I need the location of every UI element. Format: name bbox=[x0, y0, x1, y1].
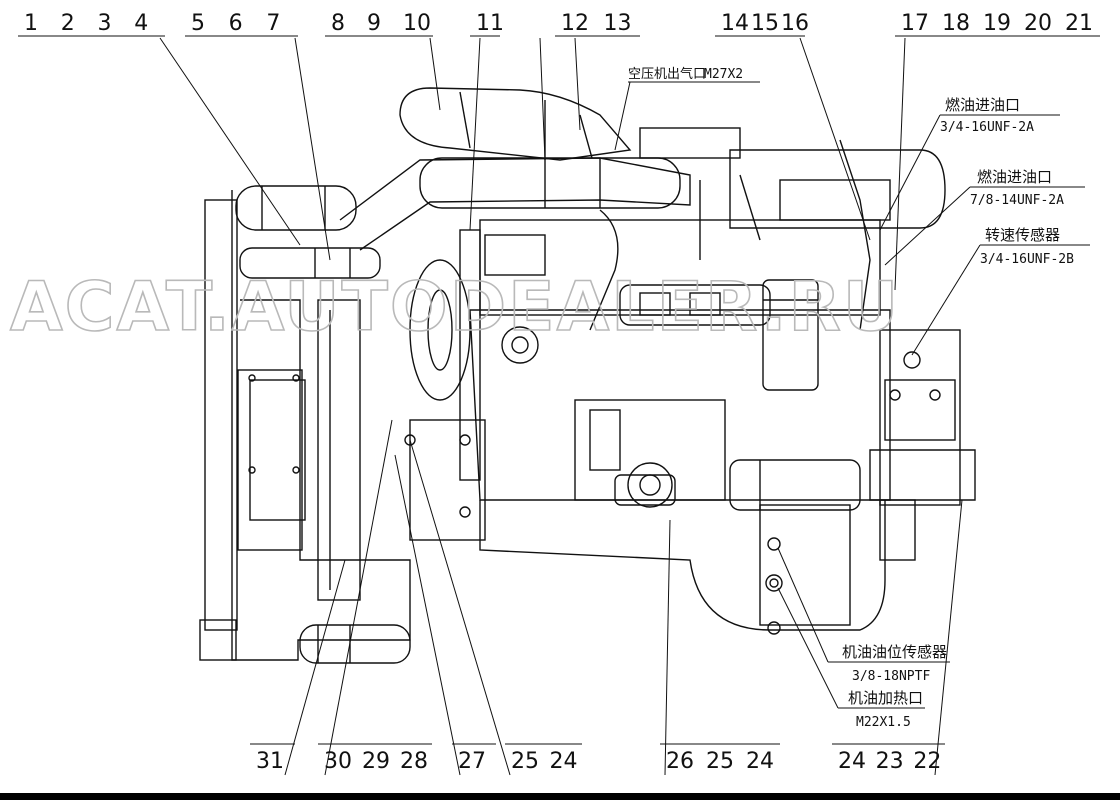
bottom-group-1: 31 bbox=[250, 743, 295, 774]
top-callout-number: 7 bbox=[266, 11, 280, 36]
fuel-inlet-2-spec: 7/8-14UNF-2A bbox=[970, 193, 1064, 208]
top-callout-number: 18 bbox=[942, 11, 970, 36]
oil-heater-port-name: 机油加热口 bbox=[848, 689, 923, 707]
bottom-callout-number: 28 bbox=[400, 749, 428, 774]
bottom-callout-number: 30 bbox=[324, 749, 352, 774]
top-callout-number: 14 bbox=[721, 11, 749, 36]
top-callout-number: 19 bbox=[983, 11, 1011, 36]
speed-sensor-spec: 3/4-16UNF-2B bbox=[980, 252, 1074, 267]
bottom-callout-number: 31 bbox=[256, 749, 284, 774]
top-group-7: 17 18 19 20 21 bbox=[895, 11, 1100, 37]
bottom-callout-number: 27 bbox=[458, 749, 486, 774]
bottom-callout-number: 23 bbox=[876, 749, 904, 774]
engine-drawing bbox=[199, 87, 976, 664]
bottom-callout-number: 24 bbox=[550, 749, 578, 774]
top-callout-number: 6 bbox=[229, 11, 243, 36]
fuel-inlet-1-name: 燃油进油口 bbox=[945, 96, 1020, 114]
top-callout-number: 13 bbox=[604, 11, 632, 36]
top-callout-number: 21 bbox=[1065, 11, 1093, 36]
label-oil-heater-port: 机油加热口 M22X1.5 bbox=[777, 587, 925, 730]
oil-heater-port-spec: M22X1.5 bbox=[856, 715, 911, 730]
top-callout-number: 8 bbox=[331, 11, 345, 36]
speed-sensor-name: 转速传感器 bbox=[985, 226, 1060, 244]
top-callout-number: 17 bbox=[901, 11, 929, 36]
bottom-group-5: 26 25 24 bbox=[660, 743, 780, 774]
bottom-border-bar bbox=[0, 793, 1120, 800]
bottom-callout-number: 29 bbox=[362, 749, 390, 774]
label-fuel-inlet-2: 燃油进油口 7/8-14UNF-2A bbox=[884, 168, 1085, 266]
fuel-inlet-2-name: 燃油进油口 bbox=[977, 168, 1052, 186]
top-leader-lines bbox=[159, 37, 906, 291]
top-callout-number: 11 bbox=[476, 11, 504, 36]
top-callout-number: 12 bbox=[561, 11, 589, 36]
top-callout-number: 1 bbox=[24, 11, 38, 36]
bottom-callout-number: 24 bbox=[838, 749, 866, 774]
label-speed-sensor: 转速传感器 3/4-16UNF-2B bbox=[911, 226, 1090, 356]
bottom-callout-number: 26 bbox=[666, 749, 694, 774]
top-callout-number: 20 bbox=[1024, 11, 1052, 36]
top-callout-number: 4 bbox=[134, 11, 148, 36]
top-callout-number: 3 bbox=[98, 11, 112, 36]
top-callout-number: 15 bbox=[751, 11, 779, 36]
top-callout-number: 2 bbox=[61, 11, 75, 36]
top-callout-number: 16 bbox=[781, 11, 809, 36]
bottom-leader-lines bbox=[284, 419, 963, 776]
top-callout-number: 10 bbox=[403, 11, 431, 36]
bottom-group-3: 27 bbox=[452, 743, 496, 774]
top-callout-number: 5 bbox=[191, 11, 205, 36]
label-fuel-inlet-1: 燃油进油口 3/4-16UNF-2A bbox=[879, 96, 1060, 231]
label-oil-level-sensor: 机油油位传感器 3/8-18NPTF bbox=[777, 547, 950, 684]
air-outlet-spec: M27X2 bbox=[704, 67, 743, 82]
fuel-inlet-1-spec: 3/4-16UNF-2A bbox=[940, 120, 1034, 135]
air-outlet-name: 空压机出气口 bbox=[628, 66, 706, 82]
top-group-5: 12 13 bbox=[555, 11, 640, 37]
label-air-compressor-outlet: 空压机出气口 M27X2 bbox=[614, 66, 760, 151]
bottom-callout-number: 24 bbox=[746, 749, 774, 774]
bottom-callout-number: 25 bbox=[511, 749, 539, 774]
top-callout-number: 9 bbox=[367, 11, 381, 36]
bottom-group-2: 30 29 28 bbox=[318, 743, 432, 774]
oil-level-sensor-spec: 3/8-18NPTF bbox=[852, 669, 930, 684]
watermark: ACAT.AUTODEALER.RU bbox=[10, 268, 900, 347]
bottom-group-4: 25 24 bbox=[505, 743, 582, 774]
top-group-4: 11 bbox=[470, 11, 504, 37]
oil-level-sensor-name: 机油油位传感器 bbox=[842, 643, 947, 661]
bottom-callout-number: 25 bbox=[706, 749, 734, 774]
